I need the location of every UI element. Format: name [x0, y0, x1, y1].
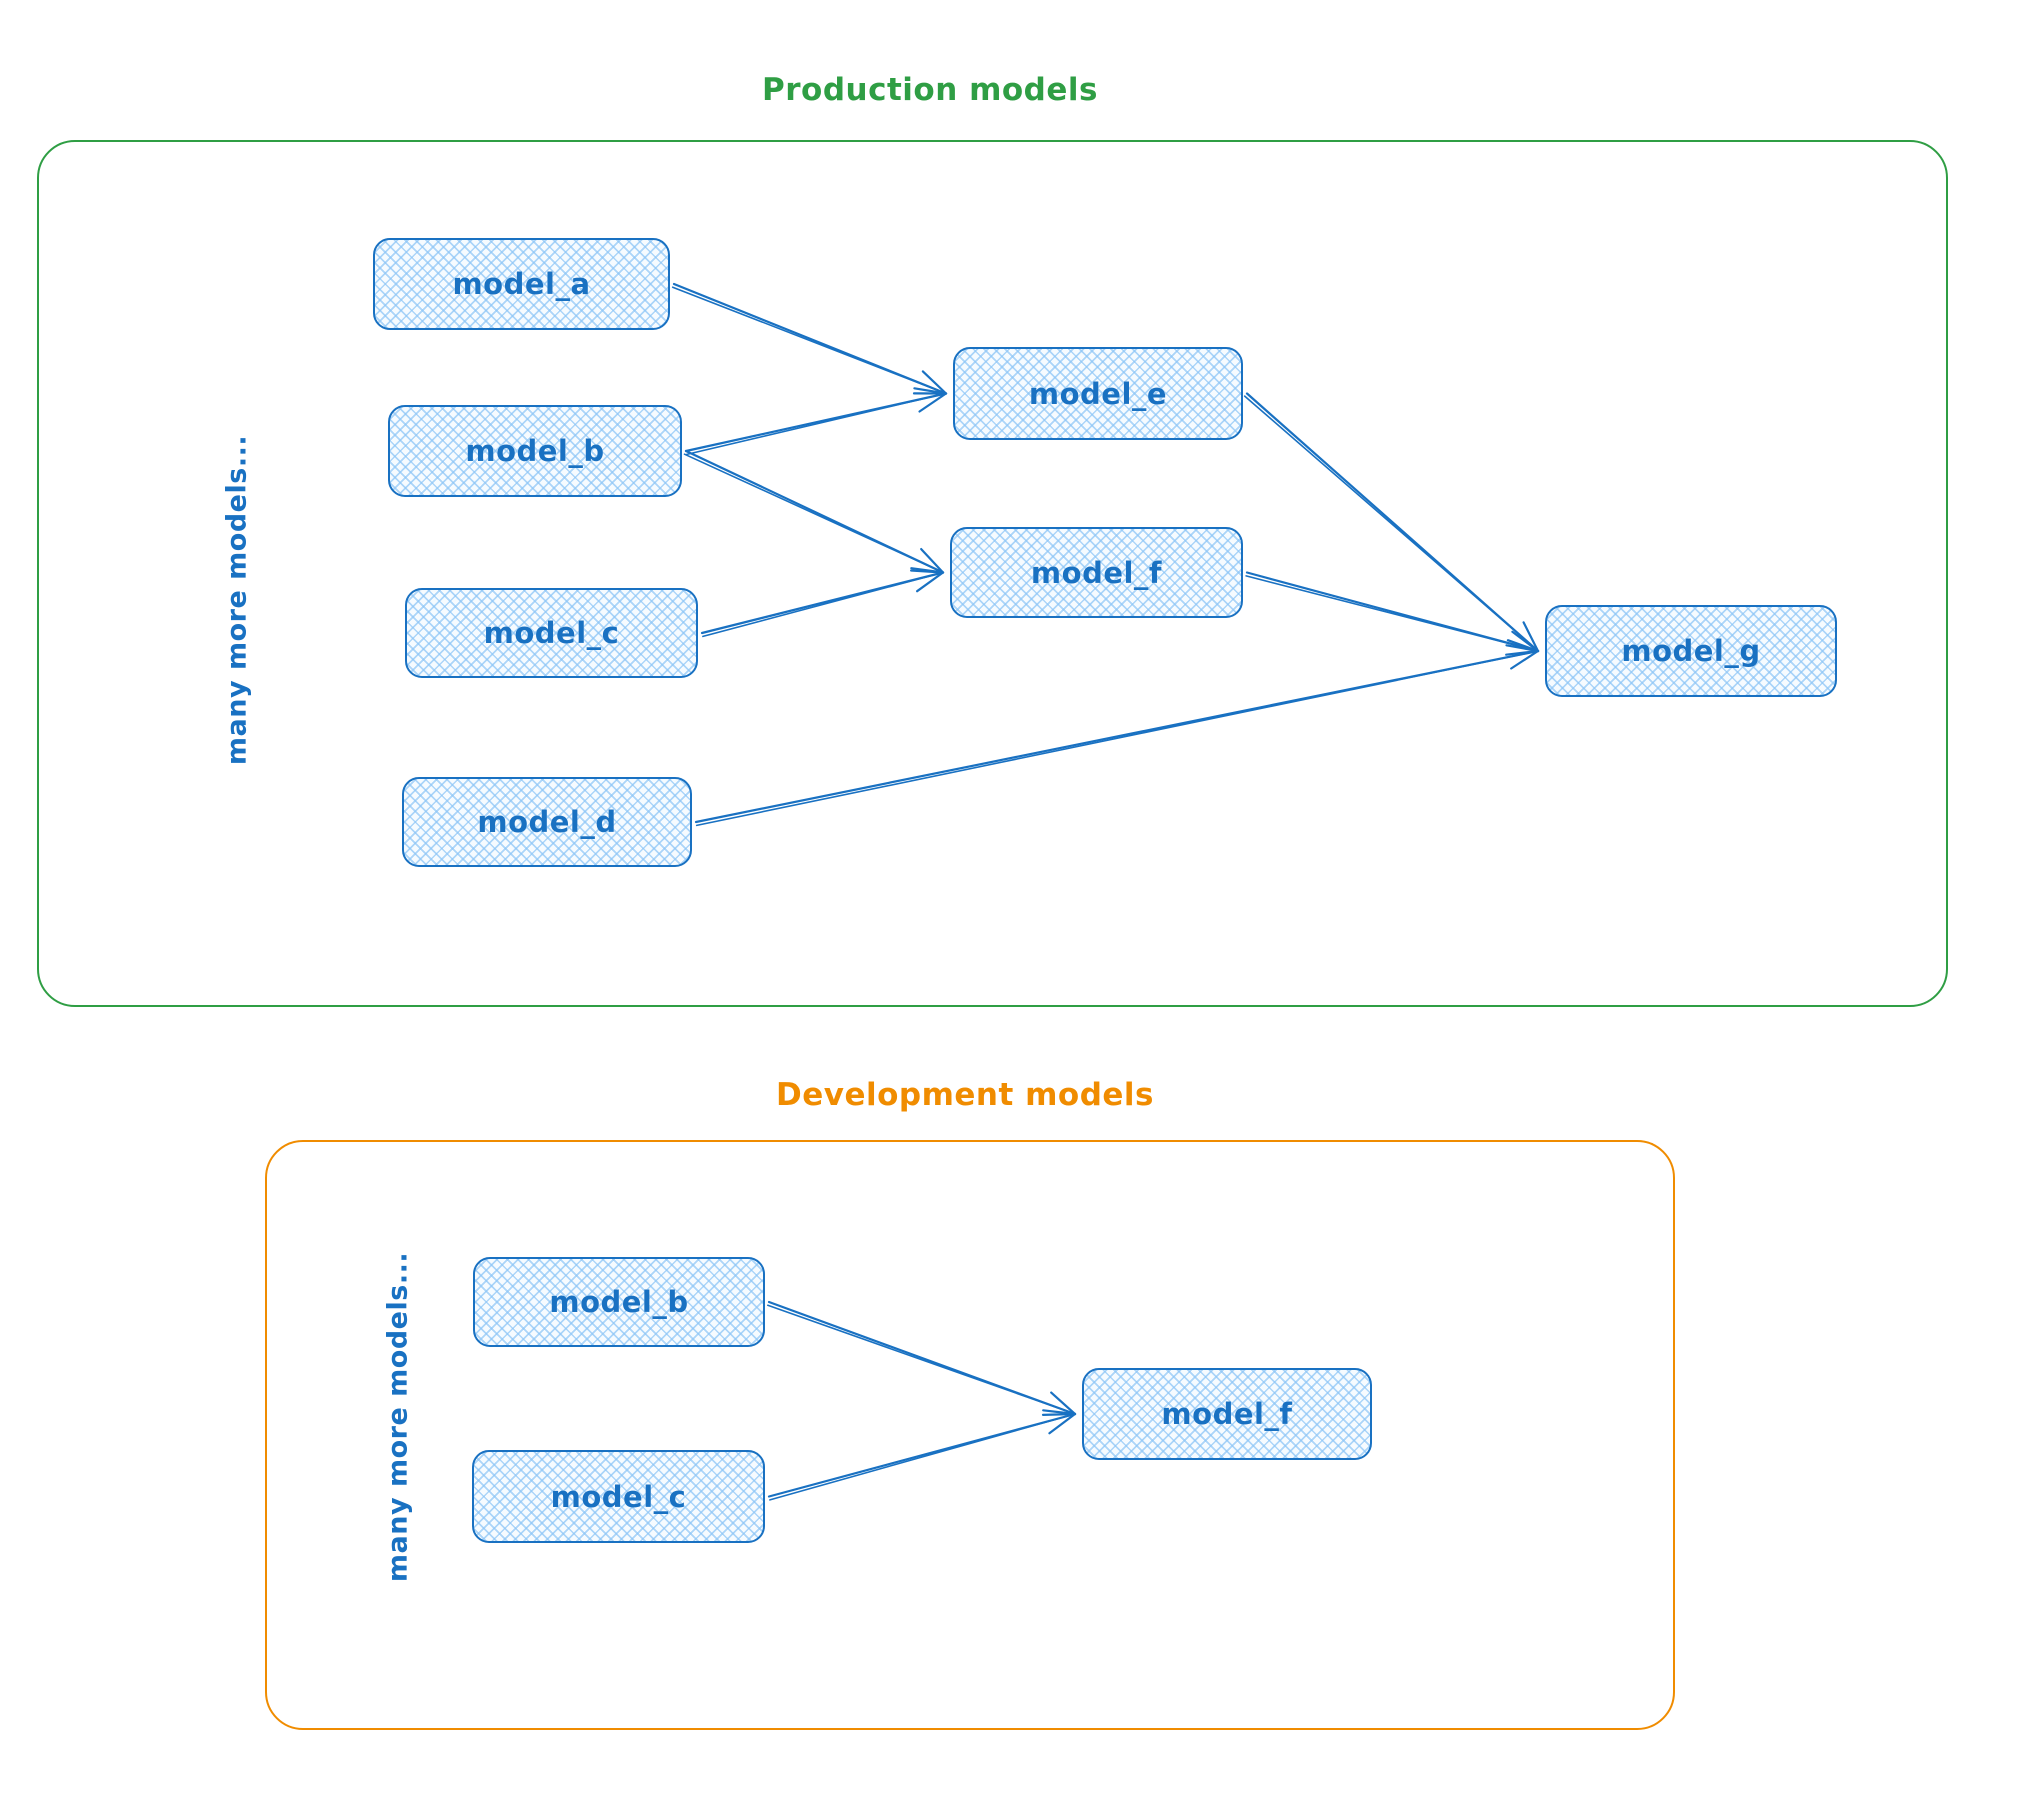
production-section-title: Production models	[762, 72, 1098, 108]
node-label-model-f-dev: model_f	[1161, 1397, 1293, 1431]
node-model-b-production: model_b	[388, 405, 682, 497]
node-model-g-production: model_g	[1545, 605, 1837, 697]
node-model-c-development: model_c	[472, 1450, 765, 1543]
node-model-a-production: model_a	[373, 238, 670, 330]
node-label-model-a: model_a	[452, 267, 591, 301]
development-section-title: Development models	[775, 1077, 1155, 1113]
node-label-model-e: model_e	[1028, 376, 1168, 411]
node-model-f-development: model_f	[1082, 1368, 1372, 1460]
development-side-label: many more models...	[382, 1251, 414, 1583]
node-label-model-f: model_f	[1030, 555, 1163, 590]
development-section-container	[265, 1140, 1675, 1730]
node-model-e-production: model_e	[953, 347, 1243, 440]
node-model-c-production: model_c	[405, 588, 698, 678]
node-label-model-c: model_c	[483, 616, 620, 650]
node-model-d-production: model_d	[402, 777, 692, 867]
node-model-f-production: model_f	[950, 527, 1243, 618]
node-label-model-b-dev: model_b	[549, 1285, 689, 1319]
node-label-model-c-dev: model_c	[550, 1479, 687, 1514]
node-label-model-b: model_b	[465, 434, 605, 468]
node-label-model-d: model_d	[477, 805, 617, 839]
production-side-label: many more models...	[221, 434, 253, 766]
node-model-b-development: model_b	[473, 1257, 765, 1347]
node-label-model-g: model_g	[1621, 634, 1761, 668]
production-section-container	[37, 140, 1948, 1007]
